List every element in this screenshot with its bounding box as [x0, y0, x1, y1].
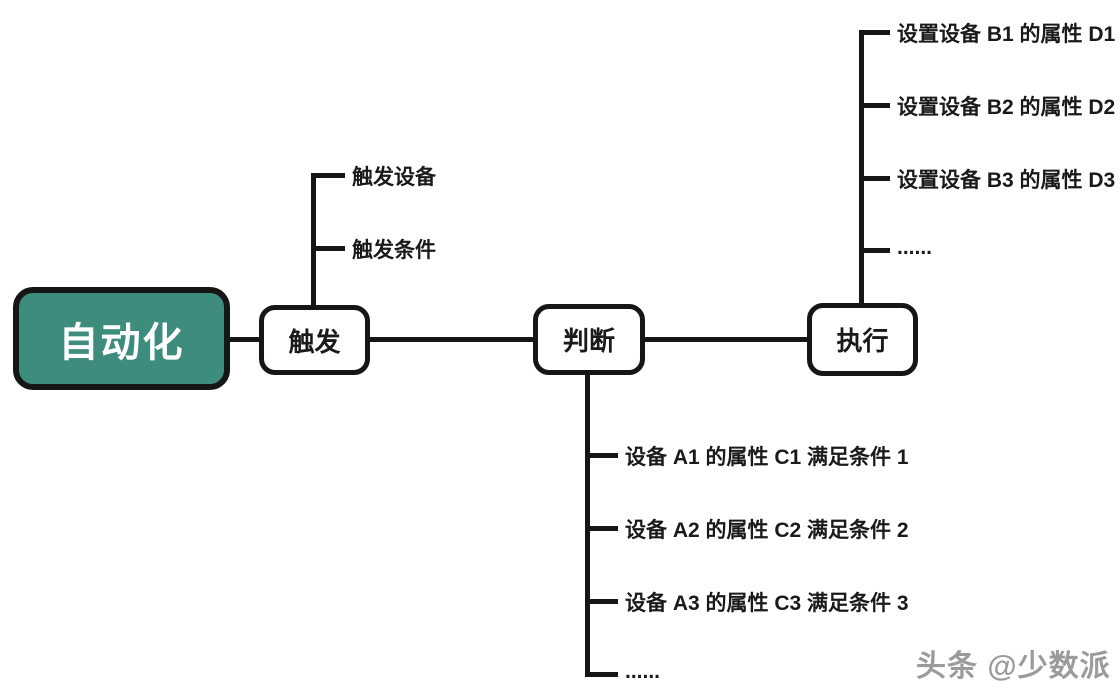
judge-branch-spine: [585, 373, 590, 677]
trigger-leaf-device: 触发设备: [352, 166, 436, 189]
node-execute: 执行: [807, 303, 918, 376]
judge-leaf-ellipsis: ......: [625, 660, 661, 683]
judge-leaf-2: 设备 A2 的属性 C2 满足条件 2: [625, 519, 909, 542]
node-automation: 自动化: [13, 287, 230, 390]
trigger-branch-tick-2: [311, 246, 345, 251]
node-judge: 判断: [533, 304, 645, 375]
judge-branch-tick-2: [585, 526, 618, 531]
trigger-branch-tick-1: [311, 173, 345, 178]
trigger-branch-spine: [311, 173, 316, 309]
judge-leaf-3: 设备 A3 的属性 C3 满足条件 3: [625, 592, 909, 615]
execute-branch-tick-4: [859, 248, 890, 253]
judge-branch-tick-4: [585, 672, 618, 677]
connector-root-trigger: [224, 337, 266, 342]
execute-branch-tick-3: [859, 176, 890, 181]
execute-branch-spine: [859, 30, 864, 306]
judge-branch-tick-1: [585, 453, 618, 458]
node-trigger: 触发: [259, 305, 370, 375]
execute-branch-tick-2: [859, 103, 890, 108]
watermark-text: 头条 @少数派: [916, 650, 1111, 683]
connector-judge-execute: [640, 337, 812, 342]
execute-leaf-2: 设置设备 B2 的属性 D2: [897, 96, 1116, 119]
execute-leaf-ellipsis: ......: [897, 236, 933, 259]
judge-leaf-1: 设备 A1 的属性 C1 满足条件 1: [625, 446, 909, 469]
execute-leaf-3: 设置设备 B3 的属性 D3: [897, 169, 1116, 192]
execute-branch-tick-1: [859, 30, 890, 35]
trigger-leaf-condition: 触发条件: [352, 239, 436, 262]
connector-trigger-judge: [365, 337, 537, 342]
judge-branch-tick-3: [585, 599, 618, 604]
execute-leaf-1: 设置设备 B1 的属性 D1: [897, 23, 1116, 46]
